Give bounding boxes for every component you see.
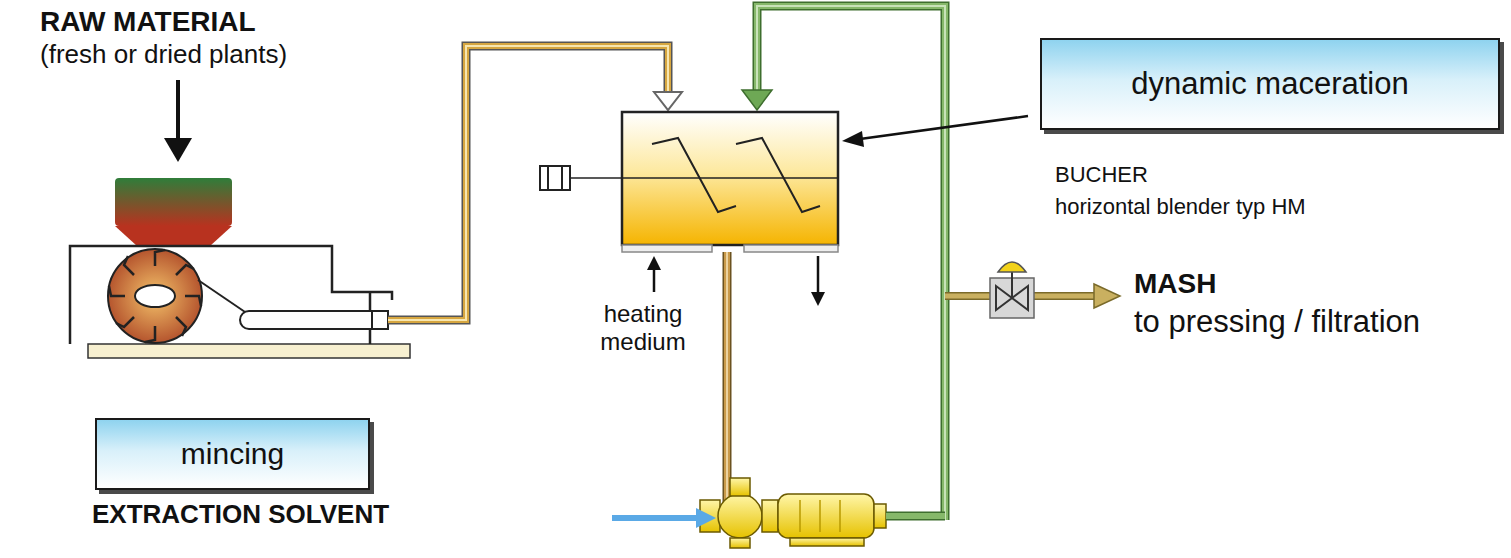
heating-arrow [653,268,656,292]
belt [198,280,248,314]
diagram-label: EXTRACTION SOLVENT [92,500,389,530]
leader-arrow-head [842,131,864,147]
diagram-label: to pressing / filtration [1134,304,1420,340]
tank-support [744,245,838,252]
mixing-paddles [652,138,820,212]
pump-discharge [886,513,945,519]
outlet-pipe-outline [723,252,732,508]
diagram-label: heating medium [578,300,708,355]
valve-actuator [998,262,1026,272]
drum-blades [109,250,201,342]
base-plate [88,344,410,358]
mincer-housing [70,246,392,344]
drive-coupling [540,166,570,190]
drum-hub [135,285,175,307]
solvent-arrow [612,515,700,521]
diagram-label: horizontal blender typ HM [1055,194,1306,219]
box-text: dynamic maceration [1131,66,1408,102]
agitator-shaft [570,177,838,179]
screw-conveyor [240,311,386,329]
mash-pipe [1034,294,1096,299]
cutting-drum [108,249,202,343]
conveyor-end [372,311,388,329]
box-text: mincing [181,437,284,471]
hopper-neck [115,226,232,246]
arrow-head [164,138,192,162]
leader-line [860,116,1028,139]
label-box: dynamic maceration [1040,38,1500,130]
outlet-pipe [724,252,730,508]
circulation-pump [700,478,886,548]
mash-arrow-head [1094,284,1120,308]
return-arrow-head [742,90,772,110]
arrow-head [696,508,716,528]
mash-pipe [945,294,990,299]
diagram-label: MASH [1134,268,1216,300]
return-pipe-outline [757,6,945,520]
diagram-label: BUCHER [1055,162,1148,187]
drain-arrow [817,256,820,294]
return-pipe [757,6,945,520]
diagram-label: (fresh or dried plants) [40,40,287,70]
feed-arrow [176,80,180,140]
feed-arrow-head [654,92,682,110]
diagram-label: RAW MATERIAL [40,6,256,38]
tank-support [622,245,712,252]
hopper [115,178,232,226]
return-pipe-inner [757,6,945,520]
label-box: mincing [95,418,370,490]
